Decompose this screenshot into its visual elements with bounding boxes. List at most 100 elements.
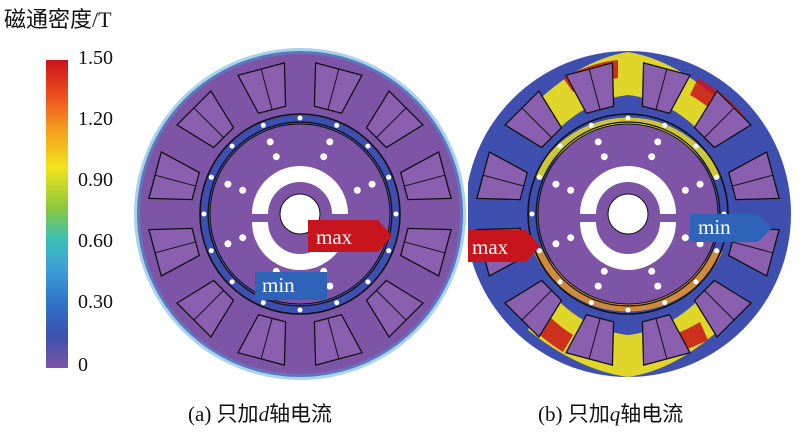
air-gap-marker [693,143,699,149]
slot-divider [732,241,774,254]
rotor-hole [696,240,704,248]
rotor-hole [654,282,662,290]
air-gap-marker [393,211,399,217]
air-gap-marker [536,248,542,254]
rotor-hole [567,186,575,194]
rotor-hole [266,138,274,146]
slot-divider [260,68,273,110]
slot-divider [521,107,552,138]
panel-caption-a: (a) 只加d轴电流 [188,398,332,428]
air-gap-marker [334,300,340,306]
rotor-hole [654,138,662,146]
slot-divider [193,290,224,321]
min-label: min [698,215,731,239]
air-gap-marker [229,143,235,149]
rotor-hole [239,234,247,242]
air-gap-marker [693,279,699,285]
air-gap-marker [557,279,563,285]
legend-tick: 0.60 [78,230,113,252]
stator-slot [148,227,201,277]
stator-slot [641,313,691,366]
air-gap-marker [714,174,720,180]
stator-slots [148,62,452,366]
max-tag: max [308,220,392,252]
rotor-hole [648,267,656,275]
air-gap-marker [201,211,207,217]
slot-divider [482,174,524,187]
caption-axis: q [609,402,621,426]
rotor-hole [696,180,704,188]
rotor-hole [648,153,656,161]
legend-tick: 0 [78,354,88,376]
air-gap-marker [588,300,594,306]
stator-slot [565,62,615,115]
air-gap-marker [229,279,235,285]
stator-slot [237,313,287,366]
rotor-hole [600,267,608,275]
air-gap-marker [297,115,303,121]
air-gap-marker [297,307,303,313]
rotor-hole [224,240,232,248]
slot-divider [655,68,668,110]
slot-divider [404,241,446,254]
colorbar [46,60,68,368]
stator-slot [399,227,452,277]
stator-slot [641,62,691,115]
air-gap-marker [625,115,631,121]
air-gap-marker [334,122,340,128]
min-label: min [262,273,295,297]
slot-divider [588,68,601,110]
rotor-hole [600,153,608,161]
legend-tick: 1.20 [78,108,113,130]
slot-divider [704,107,735,138]
slot-divider [732,174,774,187]
stator-slot [476,151,529,201]
air-gap-marker [260,122,266,128]
slot-divider [376,290,407,321]
air-gap-marker [365,143,371,149]
legend-title: 磁通密度/T [4,7,112,32]
rotor-hole [594,138,602,146]
air-gap-marker [662,122,668,128]
air-gap-marker [208,248,214,254]
rotor-hole [239,186,247,194]
rotor-hole [326,282,334,290]
slot-divider [376,107,407,138]
shaft [580,166,676,270]
stator-slot [399,151,452,201]
slot-divider [704,290,735,321]
slot-divider [327,318,340,360]
max-label: max [472,235,509,259]
air-gap-marker [260,300,266,306]
stator-slot [727,151,780,201]
slot-divider [260,318,273,360]
air-gap-marker [588,122,594,128]
stator-slot [565,313,615,366]
rotor-hole [368,180,376,188]
slot-divider [154,241,196,254]
rotor-hole [224,180,232,188]
slot-divider [193,107,224,138]
stator-slot [313,313,363,366]
caption-prefix: (b) 只加 [538,402,610,426]
caption-suffix: 轴电流 [269,402,333,426]
rotor-hole [681,186,689,194]
air-gap-marker [365,279,371,285]
rotor-hole [353,186,361,194]
rotor-hole [326,138,334,146]
max-label: max [316,225,353,249]
rotor-hole [320,153,328,161]
air-gap-marker [386,174,392,180]
air-gap-marker [529,211,535,217]
air-gap-marker [557,143,563,149]
slot-divider [655,318,668,360]
caption-axis: d [258,402,270,426]
air-gap-marker [536,174,542,180]
motor-plot-d-axis: max min [134,48,466,380]
stator-slot [148,151,201,201]
legend-tick: 0.30 [78,291,113,313]
stator-slot [313,62,363,115]
slot-divider [588,318,601,360]
rotor-holes [529,115,727,313]
caption-prefix: (a) 只加 [188,402,259,426]
